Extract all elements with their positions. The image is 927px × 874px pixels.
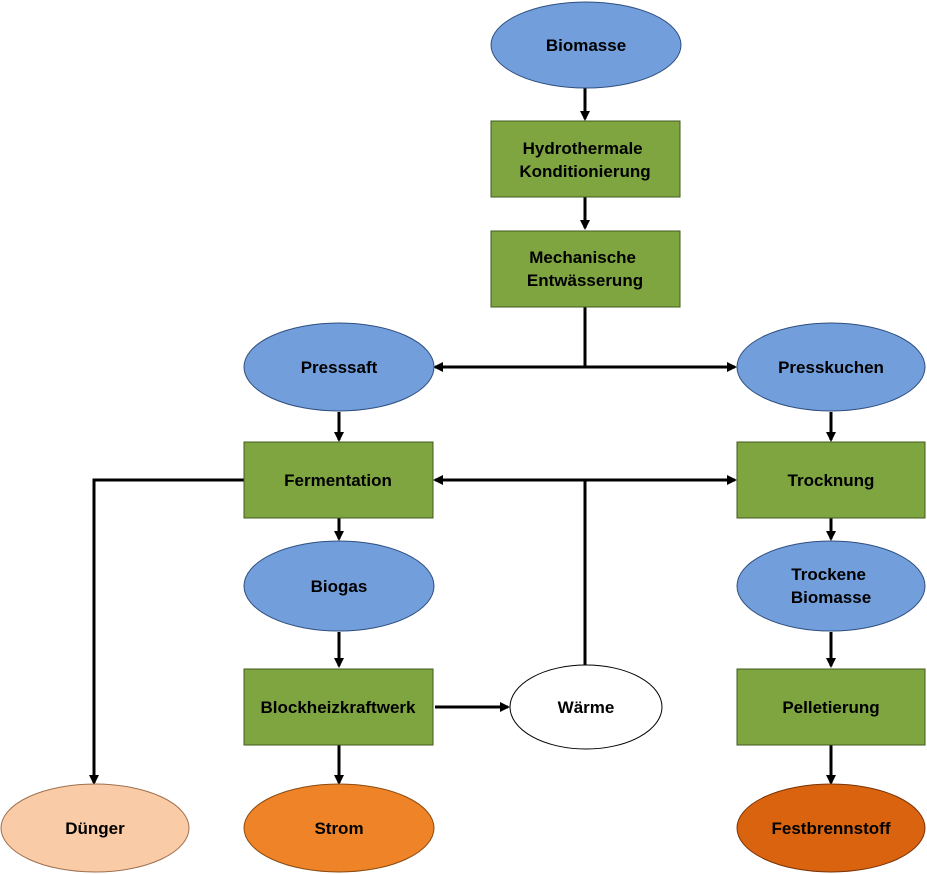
node-duenger: Dünger: [0, 783, 190, 873]
edge-fermentation-duenger: [89, 478, 244, 785]
svg-text:Blockheizkraftwerk: Blockheizkraftwerk: [261, 698, 416, 717]
svg-text:Dünger: Dünger: [65, 819, 125, 838]
node-waerme-label: Wärme: [558, 698, 615, 717]
node-duenger-shape: [0, 783, 190, 873]
svg-text:Trocknung: Trocknung: [788, 471, 875, 490]
node-strom-shape: [243, 783, 435, 873]
svg-text:Presssaft: Presssaft: [301, 358, 378, 377]
node-presskuchen-shape: [736, 322, 926, 412]
svg-text:Presskuchen: Presskuchen: [778, 358, 884, 377]
node-mechanische-label-line1: Mechanische: [529, 248, 636, 267]
node-mechanische-label-line2: Entwässerung: [527, 271, 643, 290]
node-festbrennstoff-shape: [736, 783, 926, 873]
node-presssaft: Presssaft: [243, 322, 435, 412]
node-trocknung-label: Trocknung: [788, 471, 875, 490]
node-festbrennstoff: Festbrennstoff: [736, 783, 926, 873]
node-biogas-label: Biogas: [311, 577, 368, 596]
node-biomasse: Biomasse: [490, 1, 682, 89]
svg-text:Mechanische Entwässerung: Mechanische Entwässerung: [527, 248, 643, 290]
node-biomasse-label: Biomasse: [546, 36, 626, 55]
node-biogas-shape: [243, 540, 435, 632]
edges: [89, 88, 836, 785]
node-trockene-biomasse-label-line2: Biomasse: [791, 588, 871, 607]
node-trockene-biomasse-shape: [736, 540, 926, 632]
node-pelletierung-shape: [736, 668, 926, 746]
node-bhkw: Blockheizkraftwerk: [243, 668, 434, 746]
node-hydrothermale-shape: [490, 120, 681, 198]
node-strom: Strom: [243, 783, 435, 873]
svg-text:Strom: Strom: [314, 819, 363, 838]
svg-text:Biogas: Biogas: [311, 577, 368, 596]
node-trocknung: Trocknung: [736, 441, 926, 519]
node-trocknung-shape: [736, 441, 926, 519]
node-bhkw-label: Blockheizkraftwerk: [261, 698, 416, 717]
svg-text:Pelletierung: Pelletierung: [782, 698, 879, 717]
node-fermentation-label: Fermentation: [284, 471, 392, 490]
node-fermentation-shape: [243, 441, 434, 519]
node-presssaft-label: Presssaft: [301, 358, 378, 377]
node-hydrothermale: Hydrothermale Konditionierung: [490, 120, 681, 198]
node-trockene-biomasse-label-line1: Trockene: [791, 565, 866, 584]
svg-text:Fermentation: Fermentation: [284, 471, 392, 490]
node-waerme: Wärme: [509, 664, 663, 750]
node-presskuchen-label: Presskuchen: [778, 358, 884, 377]
node-festbrennstoff-label: Festbrennstoff: [772, 819, 891, 838]
svg-text:Trockene Biomasse: Trockene Biomasse: [791, 565, 871, 607]
node-hydrothermale-label-line2: Konditionierung: [519, 162, 650, 181]
node-presssaft-shape: [243, 322, 435, 412]
node-duenger-label: Dünger: [65, 819, 125, 838]
node-strom-label: Strom: [314, 819, 363, 838]
node-fermentation: Fermentation: [243, 441, 434, 519]
node-trockene-biomasse: Trockene Biomasse: [736, 540, 926, 632]
node-pelletierung-label: Pelletierung: [782, 698, 879, 717]
node-hydrothermale-label-line1: Hydrothermale: [523, 139, 643, 158]
node-bhkw-shape: [243, 668, 434, 746]
node-presskuchen: Presskuchen: [736, 322, 926, 412]
node-mechanische: Mechanische Entwässerung: [490, 230, 681, 308]
node-mechanische-shape: [490, 230, 681, 308]
svg-text:Biomasse: Biomasse: [546, 36, 626, 55]
svg-text:Festbrennstoff: Festbrennstoff: [772, 819, 891, 838]
node-pelletierung: Pelletierung: [736, 668, 926, 746]
node-biogas: Biogas: [243, 540, 435, 632]
node-biomasse-shape: [490, 1, 682, 89]
node-waerme-shape: [509, 664, 663, 750]
svg-text:Wärme: Wärme: [558, 698, 615, 717]
svg-text:Hydrothermale Konditioni: Hydrothermale Konditionierung: [519, 139, 650, 181]
